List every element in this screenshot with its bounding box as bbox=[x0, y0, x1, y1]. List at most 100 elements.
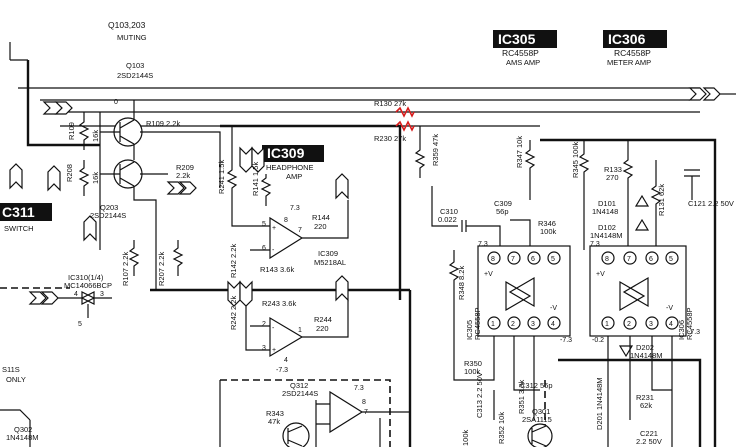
ic309-side-part: M5218AL bbox=[314, 258, 346, 267]
ic306-pin-2: 2 bbox=[627, 321, 631, 328]
wire-ic309a bbox=[231, 200, 349, 251]
ic309a-pin-6: 6 bbox=[262, 245, 266, 252]
d101-label: D101 bbox=[598, 199, 616, 208]
c221-label: C221 bbox=[640, 429, 658, 438]
c310-label: C310 bbox=[440, 207, 458, 216]
q103-part-label: 2SD2144S bbox=[117, 71, 153, 80]
resistor-r230-highlight bbox=[395, 120, 415, 132]
wire-q-collectors bbox=[133, 100, 157, 290]
muting-label: MUTING bbox=[117, 33, 147, 42]
q302-label: Q302 bbox=[14, 425, 32, 434]
resistor-r348 bbox=[448, 250, 460, 330]
r107-label: R107 2.2k bbox=[121, 252, 130, 286]
r144-label: R144 bbox=[312, 213, 330, 222]
r359-label: R359 47k bbox=[431, 134, 440, 166]
q301-label: Q301 bbox=[532, 407, 550, 416]
ic309b-pin-1: 1 bbox=[298, 327, 302, 334]
svg-text:C311: C311 bbox=[2, 204, 35, 220]
r144-value: 220 bbox=[314, 222, 327, 231]
r209-label: R209 bbox=[176, 163, 194, 172]
ic310-pin-3: 3 bbox=[100, 291, 104, 298]
ic309a-pin-5: 5 bbox=[262, 221, 266, 228]
svg-text:IC305: IC305 bbox=[498, 31, 536, 47]
switch-label: SWITCH bbox=[4, 224, 34, 233]
ic306-pin-1: 1 bbox=[605, 321, 609, 328]
resistor-r141 bbox=[260, 174, 272, 206]
connector-arrow-left-1 bbox=[42, 101, 73, 115]
s-frag-label: S11S bbox=[2, 365, 20, 374]
r346-label: R346 bbox=[538, 219, 556, 228]
ic309b-pin-2: 2 bbox=[262, 321, 266, 328]
ic309a-minus: - bbox=[272, 247, 275, 254]
ic305-pin-4: 4 bbox=[551, 321, 555, 328]
wire-opamp-lower bbox=[315, 400, 410, 447]
ic305-badge: IC305 bbox=[493, 30, 557, 48]
ic306-pin-8: 8 bbox=[605, 256, 609, 263]
d201-label: D201 1N4148M bbox=[595, 377, 604, 430]
r208-value: 16k bbox=[91, 172, 100, 184]
q203-part-label: 2SD2144S bbox=[90, 211, 126, 220]
ic306-plus-v: +V bbox=[596, 271, 605, 278]
ic306-pin-3: 3 bbox=[649, 321, 653, 328]
r133-label: R133 bbox=[604, 165, 622, 174]
connector-arrow-up-r144 bbox=[335, 173, 349, 200]
ic305-pin-1: 1 bbox=[491, 321, 495, 328]
wire-ic305-lower bbox=[453, 330, 540, 420]
ic305-pin-2: 2 bbox=[511, 321, 515, 328]
wire-bold-right bbox=[540, 138, 717, 447]
ic309a-pin-8: 8 bbox=[284, 217, 288, 224]
ic306-voltage-small: -0.2 bbox=[592, 337, 604, 344]
q103-203-label: Q103,203 bbox=[108, 20, 146, 30]
only-label: ONLY bbox=[6, 375, 26, 384]
d202-value: 1N4148M bbox=[630, 351, 663, 360]
ic305-pin-7: 7 bbox=[511, 256, 515, 263]
r131-label: R131 62k bbox=[657, 184, 666, 216]
ic306-func-label: METER AMP bbox=[607, 58, 651, 67]
ic305-pin-6: 6 bbox=[531, 256, 535, 263]
r231-label: R231 bbox=[636, 393, 654, 402]
q302-part-label: 1N4148M bbox=[6, 433, 39, 442]
r244-label: R244 bbox=[314, 315, 332, 324]
ic309-side-label: IC309 bbox=[318, 249, 338, 258]
ic309b-plus: + bbox=[272, 347, 276, 354]
r350-value: 100k bbox=[464, 367, 481, 376]
r343-label: R343 bbox=[266, 409, 284, 418]
dashed-box-q312 bbox=[220, 379, 391, 447]
ic306-pins bbox=[601, 251, 679, 330]
resistor-r208-16k bbox=[78, 160, 90, 196]
connector-arrow-down-r242 bbox=[227, 280, 253, 307]
connector-arrow-down-ic309 bbox=[239, 146, 265, 173]
transistor-q312 bbox=[282, 422, 310, 447]
opamp-lower bbox=[329, 390, 364, 434]
ic305-vert-part: RC4558P bbox=[473, 307, 482, 340]
r142-label: R142 2.2k bbox=[229, 244, 238, 278]
ic310-part-label: MC14066BCP bbox=[64, 281, 112, 290]
q103-label: Q103 bbox=[126, 61, 144, 70]
r352-label: R352 10k bbox=[497, 412, 506, 444]
ic305-neg-voltage: -7.3 bbox=[560, 337, 572, 344]
connector-arrow-up-left-2 bbox=[47, 165, 61, 192]
d202-label: D202 bbox=[636, 343, 654, 352]
ic305-pin-5: 5 bbox=[551, 256, 555, 263]
opamp-lower-voltage: 7.3 bbox=[354, 385, 364, 392]
r207-label: R207 2.2k bbox=[157, 252, 166, 286]
c312-label: C312 56p bbox=[520, 381, 553, 390]
r244-value: 220 bbox=[316, 324, 329, 333]
r133-value: 270 bbox=[606, 173, 619, 182]
ic309b-pin-4: 4 bbox=[284, 357, 288, 364]
ic305-plus-v: +V bbox=[484, 271, 493, 278]
r141-label: R141 1.5k bbox=[251, 162, 260, 196]
resistor-r107 bbox=[128, 240, 140, 276]
d102-value: 1N4148M bbox=[590, 231, 623, 240]
r345-label: R345 100k bbox=[571, 141, 580, 178]
r347-label: R347 10k bbox=[515, 136, 524, 168]
opamp-lower-pin-8: 8 bbox=[362, 399, 366, 406]
ic311-badge: C311 bbox=[0, 203, 52, 221]
diode-d202 bbox=[618, 345, 634, 358]
amp-label: AMP bbox=[286, 172, 302, 181]
switch-ic310 bbox=[80, 291, 96, 305]
r231-value: 62k bbox=[640, 401, 652, 410]
ic305-pin-3: 3 bbox=[531, 321, 535, 328]
ic306-neg-voltage: -7.3 bbox=[688, 329, 700, 336]
